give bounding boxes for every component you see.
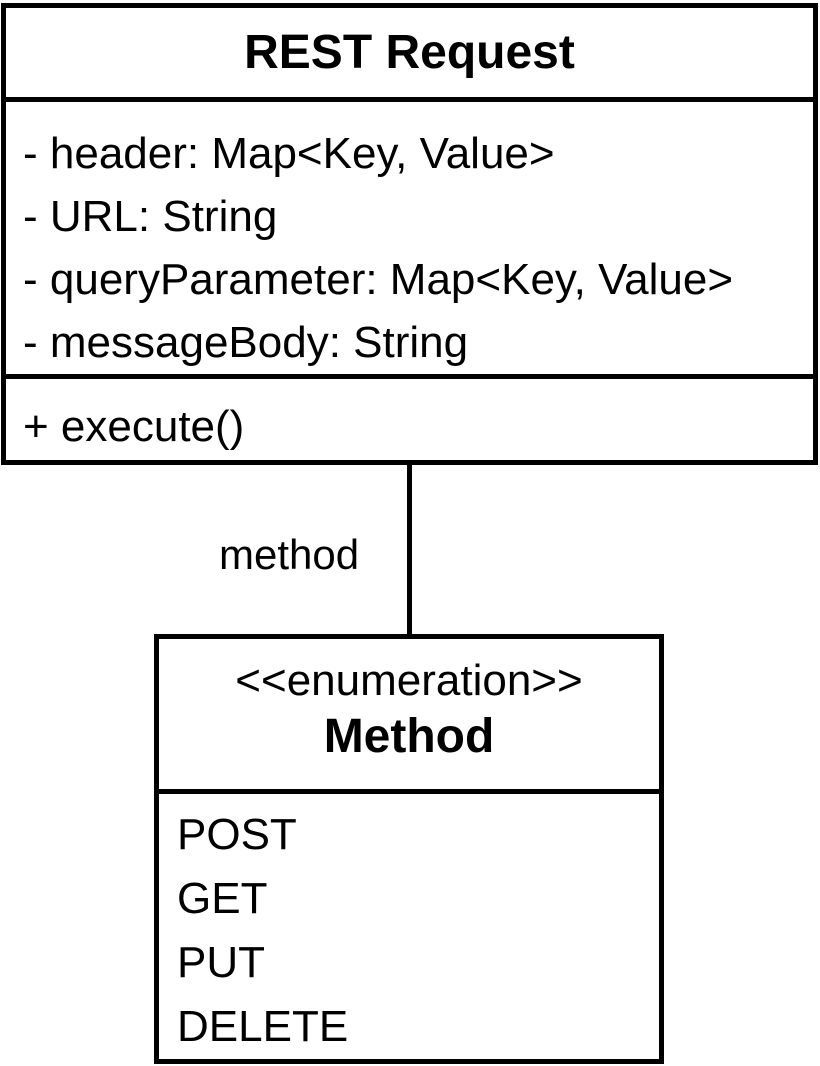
literal-delete: DELETE [177,1002,349,1051]
attribute-query-parameter: - queryParameter: Map<Key, Value> [23,255,734,304]
method-name-compartment: <<enumeration>> Method [159,639,659,794]
rest-request-operations-compartment: + execute() [6,379,813,458]
enumeration-stereotype: <<enumeration>> [235,656,583,705]
attribute-header: - header: Map<Key, Value> [23,129,555,178]
attribute-url: - URL: String [23,192,278,241]
method-enum-name: Method [323,710,495,763]
association-role-label: method [219,531,360,578]
rest-request-attributes-compartment: - header: Map<Key, Value> - URL: String … [6,102,813,379]
rest-request-class: REST Request - header: Map<Key, Value> -… [1,3,818,465]
rest-request-name-compartment: REST Request [6,8,813,102]
operation-execute: + execute() [23,402,245,451]
attribute-message-body: - messageBody: String [23,318,469,367]
literal-get: GET [177,874,268,923]
literal-post: POST [177,810,297,859]
method-literals-compartment: POST GET PUT DELETE [159,794,659,1059]
method-enumeration: <<enumeration>> Method POST GET PUT DELE… [154,634,664,1064]
literal-put: PUT [177,938,265,987]
association-line [407,465,412,637]
rest-request-class-name: REST Request [244,25,575,79]
